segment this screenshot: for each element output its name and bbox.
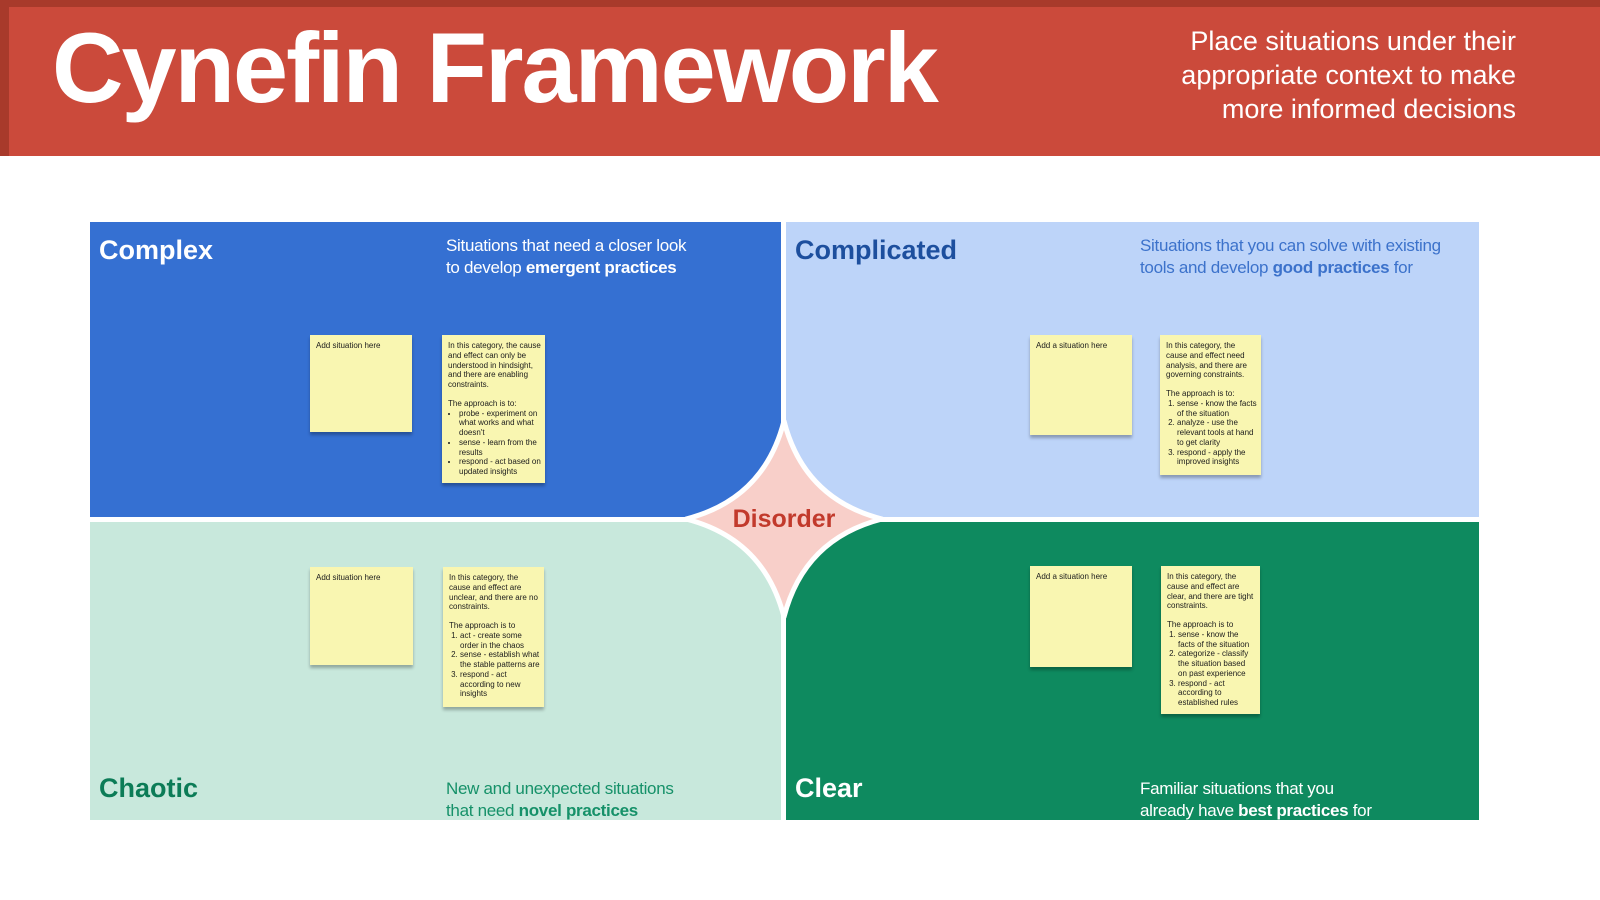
header-banner: Cynefin Framework Place situations under…	[0, 0, 1600, 156]
description-text: Situations that need a closer look to de…	[446, 236, 687, 277]
sticky-note-text: Add a situation here	[1036, 341, 1108, 350]
sticky-note-category-info[interactable]: In this category, the cause and effect a…	[443, 567, 544, 707]
description-text: for	[1389, 258, 1413, 277]
disorder-label: Disorder	[732, 504, 836, 533]
note-list-item: categorize - classify the situation base…	[1178, 649, 1256, 678]
quadrant-complex: Complex Situations that need a closer lo…	[90, 222, 781, 517]
sticky-note-add-situation[interactable]: Add situation here	[310, 567, 413, 665]
sticky-note-text: Add situation here	[316, 341, 381, 350]
description-text: Situations that you can solve with exist…	[1140, 236, 1441, 277]
quadrant-complicated-description: Situations that you can solve with exist…	[1140, 235, 1492, 279]
note-bullet-list: probe - experiment on what works and wha…	[448, 409, 541, 477]
sticky-note-text: Add a situation here	[1036, 572, 1108, 581]
note-paragraph: In this category, the cause and effect a…	[1167, 572, 1254, 611]
quadrant-complicated-title: Complicated	[795, 235, 958, 265]
sticky-note-add-situation[interactable]: Add a situation here	[1030, 335, 1132, 435]
note-list-item: respond - act based on updated insights	[459, 457, 541, 477]
description-text: Familiar situations that you already hav…	[1140, 779, 1334, 820]
quadrant-chaotic-description: New and unexpected situations that need …	[446, 778, 798, 822]
note-paragraph: In this category, the cause and effect c…	[448, 341, 541, 389]
four-point-star-icon	[683, 418, 885, 620]
note-list-item: respond - act according to established r…	[1178, 679, 1256, 708]
note-paragraph: In this category, the cause and effect n…	[1166, 341, 1247, 380]
quadrant-clear: Clear Familiar situations that you alrea…	[786, 522, 1479, 820]
note-list-item: sense - establish what the stable patter…	[460, 650, 540, 670]
sticky-note-category-info[interactable]: In this category, the cause and effect n…	[1160, 335, 1261, 475]
quadrant-complex-description: Situations that need a closer look to de…	[446, 235, 798, 279]
note-numbered-list: sense - know the facts of the situationc…	[1167, 630, 1256, 708]
note-list-item: respond - apply the improved insights	[1177, 448, 1257, 468]
sticky-note-text: Add situation here	[316, 573, 381, 582]
header-left-edge	[0, 0, 9, 156]
description-text: for	[1348, 801, 1372, 820]
note-paragraph: The approach is to:	[448, 398, 517, 408]
note-paragraph: The approach is to	[1167, 620, 1234, 629]
note-list-item: sense - learn from the results	[459, 438, 541, 458]
note-list-item: respond - act according to new insights	[460, 670, 540, 699]
cynefin-board: Complex Situations that need a closer lo…	[90, 222, 1479, 820]
sticky-note-add-situation[interactable]: Add a situation here	[1030, 566, 1132, 667]
note-paragraph: In this category, the cause and effect a…	[449, 573, 538, 612]
disorder-star: Disorder	[682, 417, 886, 621]
note-numbered-list: sense - know the facts of the situationa…	[1166, 399, 1257, 467]
description-bold-text: best practices	[1238, 801, 1349, 820]
note-numbered-list: act - create some order in the chaossens…	[449, 631, 540, 699]
note-list-item: analyze - use the relevant tools at hand…	[1177, 418, 1257, 447]
note-list-item: sense - know the facts of the situation	[1178, 630, 1256, 650]
quadrant-clear-title: Clear	[795, 773, 863, 803]
quadrant-complicated: Complicated Situations that you can solv…	[786, 222, 1479, 517]
note-paragraph: The approach is to:	[1166, 389, 1235, 398]
quadrant-chaotic-title: Chaotic	[99, 773, 199, 803]
note-list-item: act - create some order in the chaos	[460, 631, 540, 651]
description-bold-text: emergent practices	[525, 258, 677, 277]
description-bold-text: novel practices	[518, 801, 639, 820]
description-text: New and unexpected situations that need	[446, 779, 674, 820]
quadrant-chaotic: Chaotic New and unexpected situations th…	[90, 522, 781, 820]
header-top-edge	[0, 0, 1600, 7]
sticky-note-category-info[interactable]: In this category, the cause and effect c…	[442, 335, 545, 483]
quadrant-clear-description: Familiar situations that you already hav…	[1140, 778, 1492, 822]
sticky-note-add-situation[interactable]: Add situation here	[310, 335, 412, 432]
note-list-item: sense - know the facts of the situation	[1177, 399, 1257, 419]
note-list-item: probe - experiment on what works and wha…	[459, 409, 541, 438]
page-title: Cynefin Framework	[52, 12, 939, 123]
description-bold-text: good practices	[1272, 258, 1390, 277]
note-paragraph: The approach is to	[449, 621, 516, 630]
sticky-note-category-info[interactable]: In this category, the cause and effect a…	[1161, 566, 1260, 714]
quadrant-complex-title: Complex	[99, 235, 214, 265]
header-subtitle: Place situations under their appropriate…	[1181, 26, 1516, 124]
